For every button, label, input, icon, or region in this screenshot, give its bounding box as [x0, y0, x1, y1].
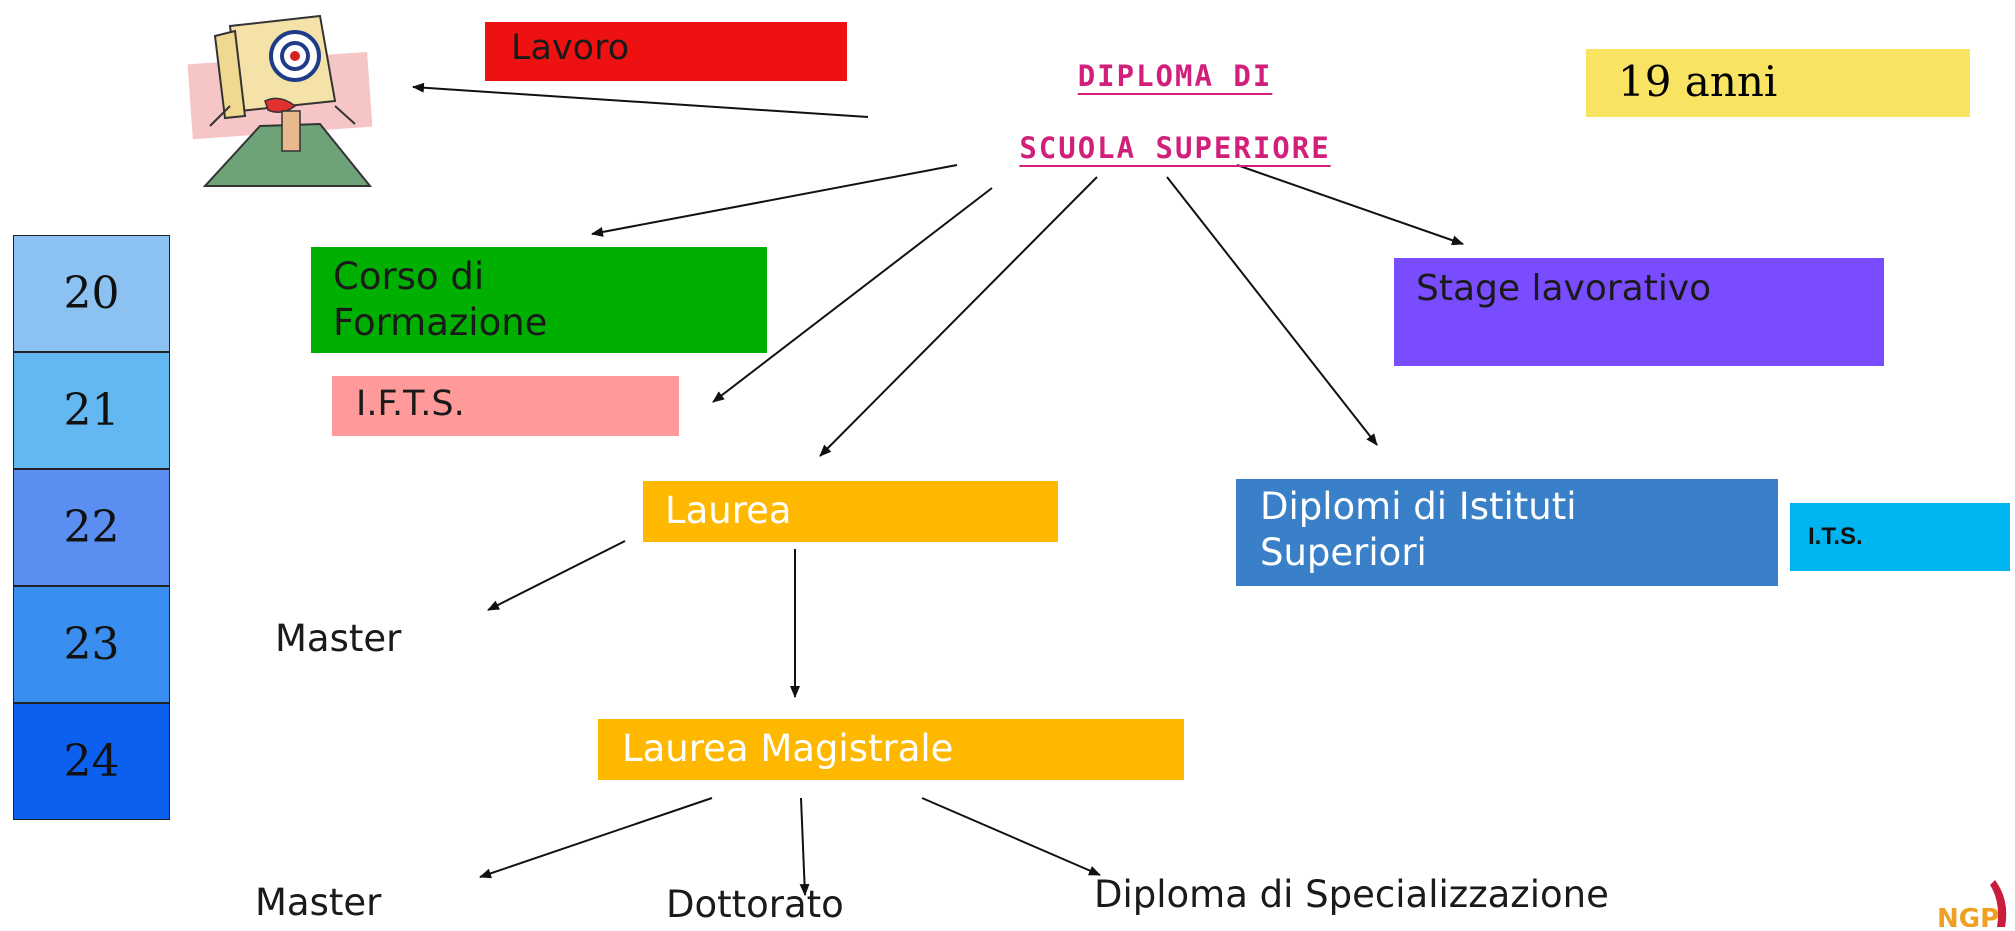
dottorato-label: Dottorato	[666, 883, 844, 926]
lavoro-box: Lavoro	[485, 22, 847, 81]
stage-box: Stage lavorativo	[1394, 258, 1884, 366]
svg-text:NGP: NGP	[1937, 904, 1999, 927]
laurea-magistrale-label: Laurea Magistrale	[622, 727, 954, 770]
diplomi-label-line2: Superiori	[1260, 531, 1427, 574]
its-box: I.T.S.	[1790, 503, 2010, 571]
diplomi-label-line1: Diplomi di Istituti	[1260, 485, 1577, 528]
master-label-2: Master	[255, 881, 382, 924]
age-scale-21: 21	[13, 352, 170, 469]
corso-formazione-box: Corso di Formazione	[311, 247, 767, 353]
laurea-label: Laurea	[665, 489, 792, 532]
arrow-magistrale-to-master	[479, 797, 713, 879]
age-badge: 19 anni	[1586, 49, 1970, 117]
logo-fragment-icon: NGP	[1935, 880, 2015, 931]
arrow-to-stage	[1236, 164, 1464, 246]
lavoro-label: Lavoro	[511, 28, 630, 68]
corso-label-line2: Formazione	[333, 301, 548, 344]
master-label-1: Master	[275, 617, 402, 660]
root-title-line1: DIPLOMA DI	[1077, 59, 1273, 93]
arrow-to-corso	[591, 164, 958, 237]
arrow-laurea-to-master	[487, 540, 626, 611]
age-scale-20: 20	[13, 235, 170, 352]
arrow-magistrale-to-dottorato	[799, 797, 810, 896]
laurea-magistrale-box: Laurea Magistrale	[598, 719, 1184, 780]
arrow-to-ifts	[712, 187, 993, 403]
root-title-line2: SCUOLA SUPERIORE	[1019, 131, 1331, 165]
its-label: I.T.S.	[1808, 523, 1863, 550]
ifts-label: I.F.T.S.	[356, 384, 465, 424]
arrow-to-lavoro	[412, 82, 869, 118]
age-scale-24: 24	[13, 703, 170, 820]
diplomi-box: Diplomi di Istituti Superiori	[1236, 479, 1778, 586]
stage-label: Stage lavorativo	[1416, 268, 1712, 309]
arrow-magistrale-to-specializzazione	[921, 797, 1101, 876]
specializzazione-label: Diploma di Specializzazione	[1094, 873, 1609, 916]
age-scale-23: 23	[13, 586, 170, 703]
corso-label-line1: Corso di	[333, 255, 485, 298]
ifts-box: I.F.T.S.	[332, 376, 679, 436]
root-title: DIPLOMA DI SCUOLA SUPERIORE	[915, 40, 1435, 184]
arrow-to-diplomi	[1166, 176, 1378, 446]
age-badge-label: 19 anni	[1618, 57, 1778, 106]
arrow-to-laurea	[819, 176, 1098, 457]
laurea-box: Laurea	[643, 481, 1058, 542]
target-clipart-icon	[170, 6, 410, 191]
age-scale-22: 22	[13, 469, 170, 586]
